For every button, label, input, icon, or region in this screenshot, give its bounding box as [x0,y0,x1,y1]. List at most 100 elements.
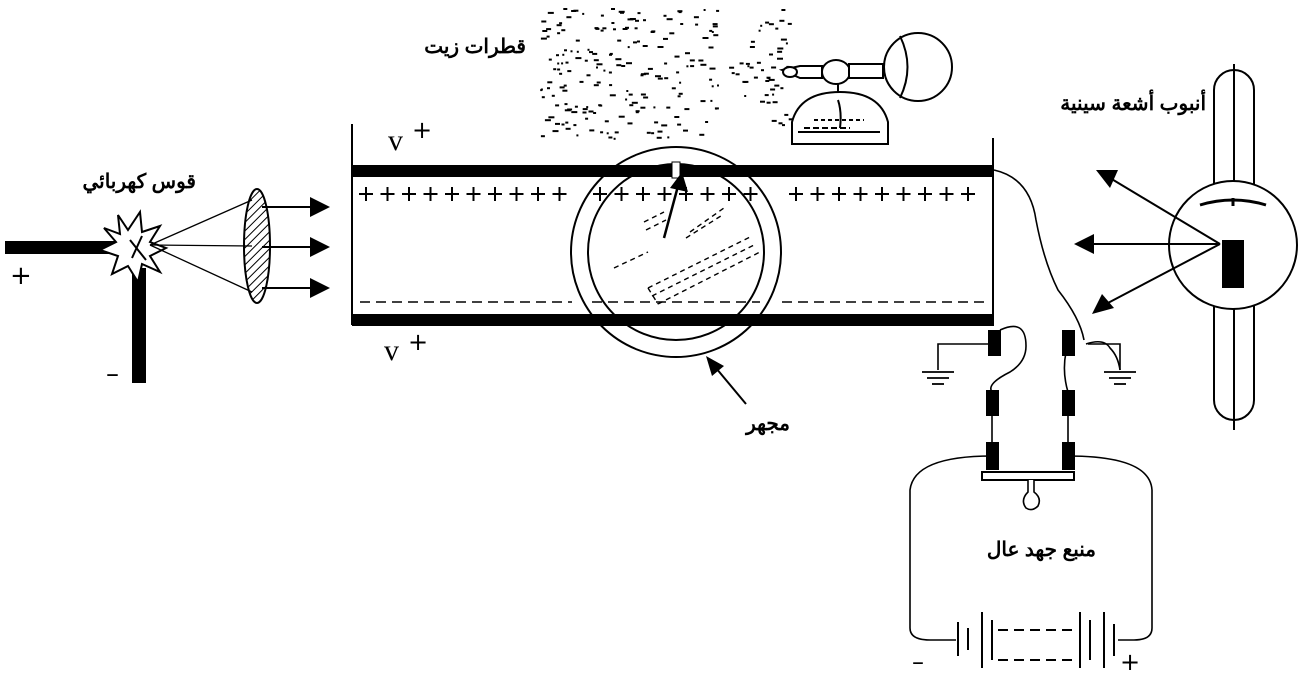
xray-tube-icon: أنبوب أشعة سينية [1060,64,1298,430]
terminal-bar [981,471,1075,481]
arc-minus-sign: – [106,359,119,389]
oil-droplet [594,27,599,30]
oil-droplet [684,108,690,111]
light-arrow-middle [310,237,330,257]
oil-droplet [756,61,761,64]
oil-droplet [772,101,778,104]
oil-droplet [781,9,786,11]
oil-droplet [676,71,680,74]
oil-droplet [629,104,634,107]
oil-droplet [711,85,714,88]
oil-droplet [663,14,667,17]
oil-droplet [635,111,639,114]
oil-droplet [760,24,763,27]
oil-droplet [584,59,588,62]
oil-droplet [618,115,625,118]
oil-droplet [626,62,632,65]
oil-droplet [663,37,668,40]
oil-droplet [674,55,680,58]
oil-droplet [666,18,673,21]
oil-droplet [546,35,550,38]
oil-droplet [778,122,783,125]
oil-droplet [548,116,555,119]
oil-droplet [643,72,649,75]
oil-droplet [693,16,699,19]
oil-droplet [674,116,680,118]
oil-droplet [609,94,616,97]
atomizer-icon [778,32,953,145]
inner-charge-marks [593,187,758,201]
oil-droplet [557,32,561,35]
oil-droplet [770,88,776,91]
oil-droplet [604,120,609,123]
xray-arrow-middle [1074,234,1094,254]
oil-droplet [565,121,569,124]
oil-droplet [677,10,683,13]
oil-droplet [627,46,630,49]
oil-droplet [709,29,713,32]
oil-droplet [702,37,709,39]
oil-droplet [735,73,740,76]
oil-droplet [551,94,555,97]
oil-droplet [563,84,567,87]
microscope-pointer-arrow [706,356,724,376]
oil-droplet [774,84,780,87]
oil-droplet [700,100,706,103]
oil-droplet [561,29,566,32]
positive-charge-row [359,187,975,201]
top-plate-voltage-sign: + [412,116,432,144]
oil-droplet [643,96,649,99]
oil-droplet [548,58,552,61]
oil-droplet [620,11,624,14]
oil-droplet [608,136,613,139]
oil-droplet [617,39,622,42]
oil-droplet [561,62,564,65]
oil-droplet [787,22,792,25]
oil-droplet [664,77,669,80]
oil-droplet [695,23,699,26]
oil-droplet [540,88,543,91]
oil-droplet [582,111,587,114]
oil-droplet [669,32,675,35]
oil-droplet [589,51,593,54]
microscope-view: مجهر [570,146,790,436]
bottom-plate-voltage-sign: + [408,328,428,356]
oil-droplet [779,19,785,22]
oil-droplet [615,58,622,61]
arc-plus-sign: + [10,261,32,291]
oil-droplet [661,124,668,127]
oil-droplet [780,38,787,41]
electric-arc-group: + – قوس كهربائي [5,171,330,389]
oil-droplet [596,66,598,69]
oil-droplet [714,107,719,110]
oil-droplet [686,65,689,68]
oil-droplet [716,9,720,12]
oil-droplet [657,77,663,80]
oil-droplet [710,99,713,102]
oil-droplet [777,50,783,53]
oil-droplet [637,12,641,15]
oil-droplet [744,95,747,97]
xray-arrow-top [1096,170,1118,188]
oil-droplet [677,95,681,98]
oil-droplet [657,46,664,48]
oil-droplet [598,104,602,107]
oil-droplet [703,9,706,11]
oil-droplet [647,67,653,70]
oil-droplet [758,29,761,32]
oil-droplet [547,81,553,84]
oil-droplet [709,67,716,70]
oil-droplet [766,101,771,104]
electric-arc-label: قوس كهربائي [82,171,196,194]
oil-droplet [760,100,765,103]
arc-electrode-horizontal [5,241,117,254]
oil-droplet [575,57,582,60]
oil-droplet [664,62,668,65]
oil-droplet [625,98,628,101]
oil-droplet [576,50,579,53]
oil-droplet [547,11,554,14]
oil-droplet [677,123,682,126]
oil-droplet [564,49,567,52]
oil-droplet [571,111,578,114]
